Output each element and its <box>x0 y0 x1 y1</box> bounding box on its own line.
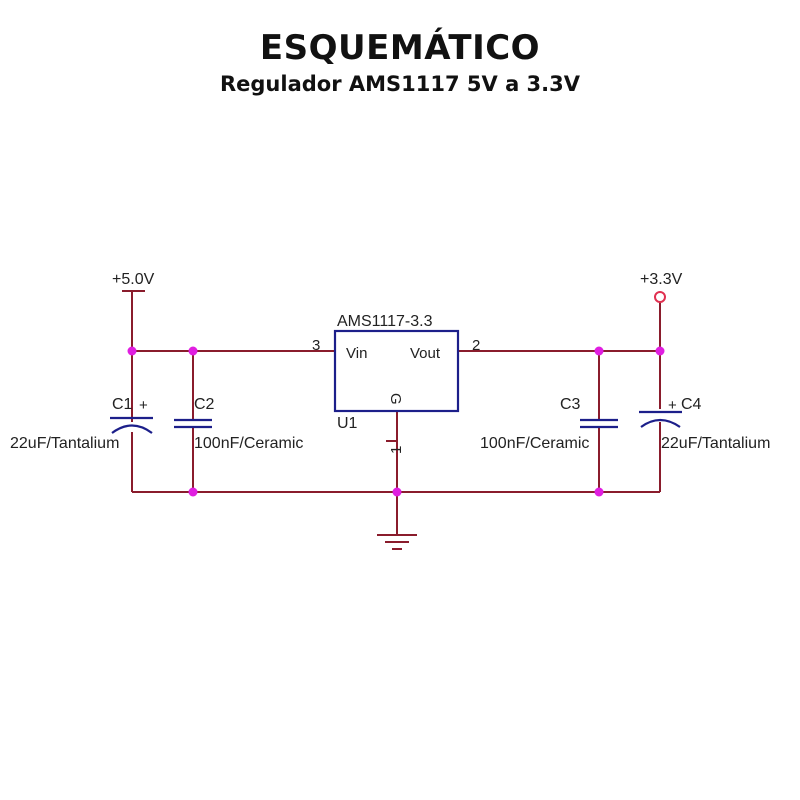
page-subtitle: Regulador AMS1117 5V a 3.3V <box>219 72 581 96</box>
c1-ref: C1 <box>112 396 133 413</box>
junction-dot <box>392 487 402 497</box>
junction-dot <box>188 487 198 497</box>
regulator-ref: U1 <box>337 415 358 432</box>
power-3v3-symbol <box>654 291 666 303</box>
pin-vin-label: Vin <box>346 345 367 362</box>
wire-3v3-rail <box>458 302 661 352</box>
capacitor-c2 <box>174 418 212 429</box>
capacitor-c1 <box>110 416 153 434</box>
pin-3-number: 3 <box>312 337 320 354</box>
c1-value: 22uF/Tantalium <box>10 435 119 452</box>
capacitor-c4 <box>639 410 682 428</box>
rail-3v3-label: +3.3V <box>640 271 683 288</box>
c2-value: 100nF/Ceramic <box>194 435 303 452</box>
c4-polarity: + <box>668 397 677 414</box>
junctions <box>127 346 665 497</box>
c2-ref: C2 <box>194 396 215 413</box>
c3-ref: C3 <box>560 396 581 413</box>
pin-gnd-mark: G <box>387 393 404 405</box>
junction-dot <box>127 346 137 356</box>
junction-dot <box>655 346 665 356</box>
pin-1-number: 1 <box>388 446 405 454</box>
junction-dot <box>594 487 604 497</box>
pin-2-number: 2 <box>472 337 480 354</box>
c4-value: 22uF/Tantalium <box>661 435 770 452</box>
c4-ref: C4 <box>681 396 702 413</box>
junction-dot <box>188 346 198 356</box>
ground-icon <box>377 534 417 550</box>
pin-vout-label: Vout <box>410 345 441 362</box>
c1-polarity: + <box>139 397 148 414</box>
regulator-u1 <box>333 329 460 413</box>
wire-5v-rail <box>131 291 335 352</box>
junction-dot <box>594 346 604 356</box>
page-title: ESQUEMÁTICO <box>259 28 541 68</box>
regulator-part: AMS1117-3.3 <box>337 313 433 330</box>
rail-5v-label: +5.0V <box>112 271 155 288</box>
c3-value: 100nF/Ceramic <box>480 435 589 452</box>
capacitor-c3 <box>580 418 618 429</box>
